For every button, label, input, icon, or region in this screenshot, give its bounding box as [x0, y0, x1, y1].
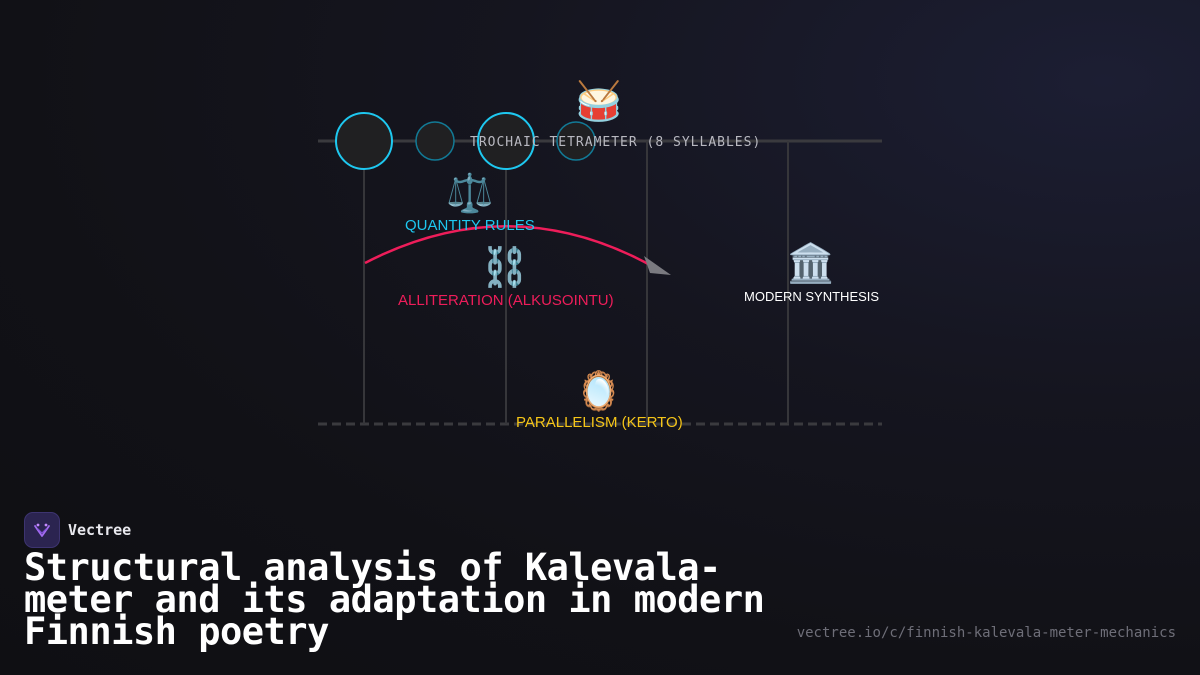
- unstressed-syllable-circle-2: [556, 121, 596, 161]
- unstressed-syllable-circle-1: [415, 121, 455, 161]
- scales-icon: ⚖️: [446, 171, 494, 215]
- alliteration-arc: [364, 225, 653, 268]
- source-url[interactable]: vectree.io/c/finnish-kalevala-meter-mech…: [796, 625, 1176, 641]
- quantity-rules-label: QUANTITY RULES: [405, 217, 535, 234]
- stressed-syllable-circle-2: [477, 112, 535, 170]
- mirror-icon: 🪞: [575, 369, 623, 413]
- chain-icon: ⛓️: [481, 245, 529, 289]
- trochaic-tetrameter-label: TROCHAIC TETRAMETER (8 SYLLABLES): [470, 135, 762, 150]
- drum-icon: 🥁: [575, 79, 623, 123]
- vectree-logo-icon: [24, 512, 60, 548]
- page-title: Structural analysis of Kalevala-meter an…: [24, 546, 765, 653]
- parallelism-label: PARALLELISM (KERTO): [516, 414, 683, 431]
- stressed-syllable-circle-1: [335, 112, 393, 170]
- classical-building-icon: 🏛️: [787, 241, 835, 285]
- brand-name: Vectree: [68, 521, 132, 539]
- arc-arrowhead: [644, 256, 671, 275]
- alliteration-label: ALLITERATION (ALKUSOINTU): [398, 292, 614, 309]
- brand[interactable]: Vectree: [24, 512, 131, 548]
- modern-synthesis-label: MODERN SYNTHESIS: [744, 289, 880, 304]
